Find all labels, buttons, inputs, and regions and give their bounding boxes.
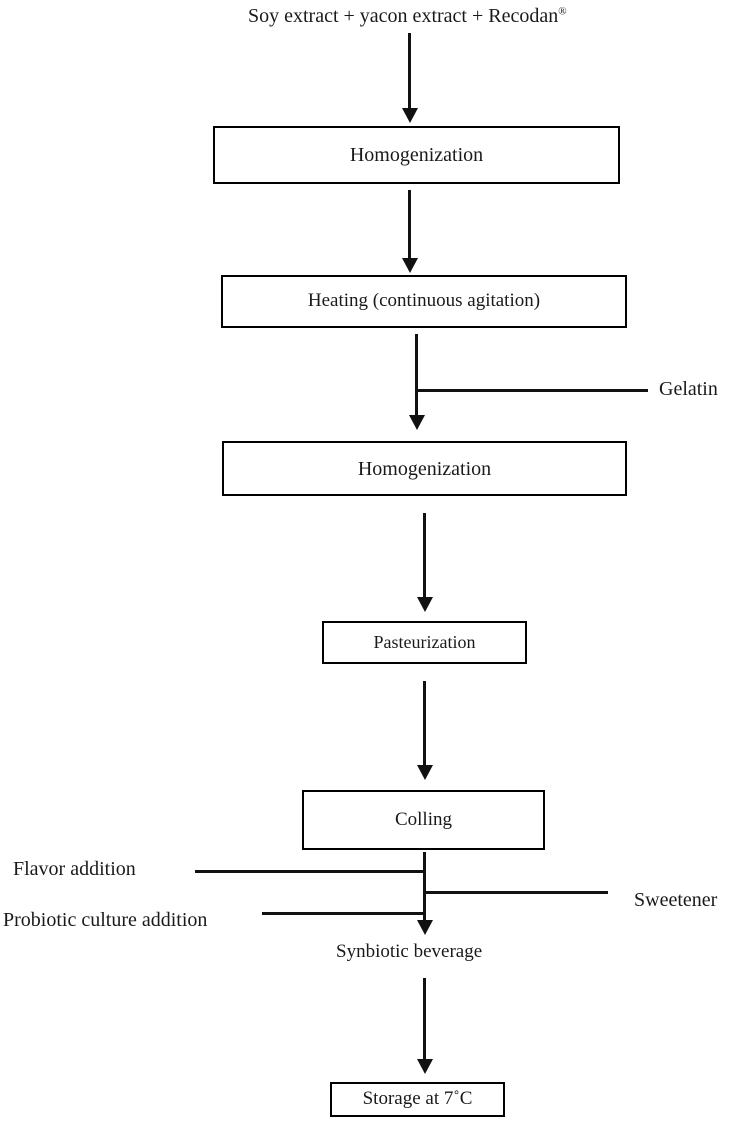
arrowhead-pasteurization-to-colling [417,765,433,780]
side-input-label-probiotic-culture-addition: Probiotic culture addition [3,909,208,931]
node-storage-label: Storage at 7˚C [362,1088,473,1110]
label-synbiotic-beverage: Synbiotic beverage [336,941,483,962]
side-input-line-gelatin [416,389,648,392]
node-heating-label: Heating (continuous agitation) [307,290,541,312]
node-homogenization-2-label: Homogenization [357,457,492,480]
node-homogenization-1-label: Homogenization [349,144,484,166]
arrow-shaft-homogenization-2-to-pasteurization [423,513,426,601]
diagram-title-text: Soy extract + yacon extract + Recodan [248,5,559,27]
side-input-label-flavor-addition: Flavor addition [13,858,136,880]
arrowhead-synbiotic-beverage-to-storage [417,1059,433,1074]
node-heating[interactable]: Heating (continuous agitation) [221,275,627,328]
side-input-line-flavor-addition [195,870,425,873]
arrowhead-colling-to-synbiotic-beverage [417,920,433,935]
side-input-label-sweetener: Sweetener [634,889,718,911]
arrow-shaft-synbiotic-beverage-to-storage [423,978,426,1063]
arrow-shaft-heating-to-homogenization-2 [415,334,418,419]
arrowhead-heating-to-homogenization-2 [409,415,425,430]
node-pasteurization[interactable]: Pasteurization [322,621,527,664]
side-input-line-probiotic-culture-addition [262,912,425,915]
node-homogenization-2[interactable]: Homogenization [222,441,627,496]
registered-trademark-symbol: ® [558,5,567,18]
arrow-shaft-pasteurization-to-colling [423,681,426,769]
node-colling[interactable]: Colling [302,790,545,850]
node-homogenization-1[interactable]: Homogenization [213,126,620,184]
arrowhead-homogenization-2-to-pasteurization [417,597,433,612]
side-input-label-gelatin: Gelatin [659,378,718,400]
node-storage[interactable]: Storage at 7˚C [330,1082,505,1117]
arrow-shaft-title-to-homogenization-1 [408,33,411,113]
arrow-shaft-colling-to-synbiotic-beverage [423,852,426,924]
side-input-line-sweetener [423,891,608,894]
arrow-shaft-homogenization-1-to-heating [408,190,411,260]
arrowhead-homogenization-1-to-heating [402,258,418,273]
node-colling-label: Colling [394,808,452,830]
arrowhead-title-to-homogenization-1 [402,108,418,123]
diagram-title: Soy extract + yacon extract + Recodan® [248,5,567,27]
node-pasteurization-label: Pasteurization [373,631,476,652]
